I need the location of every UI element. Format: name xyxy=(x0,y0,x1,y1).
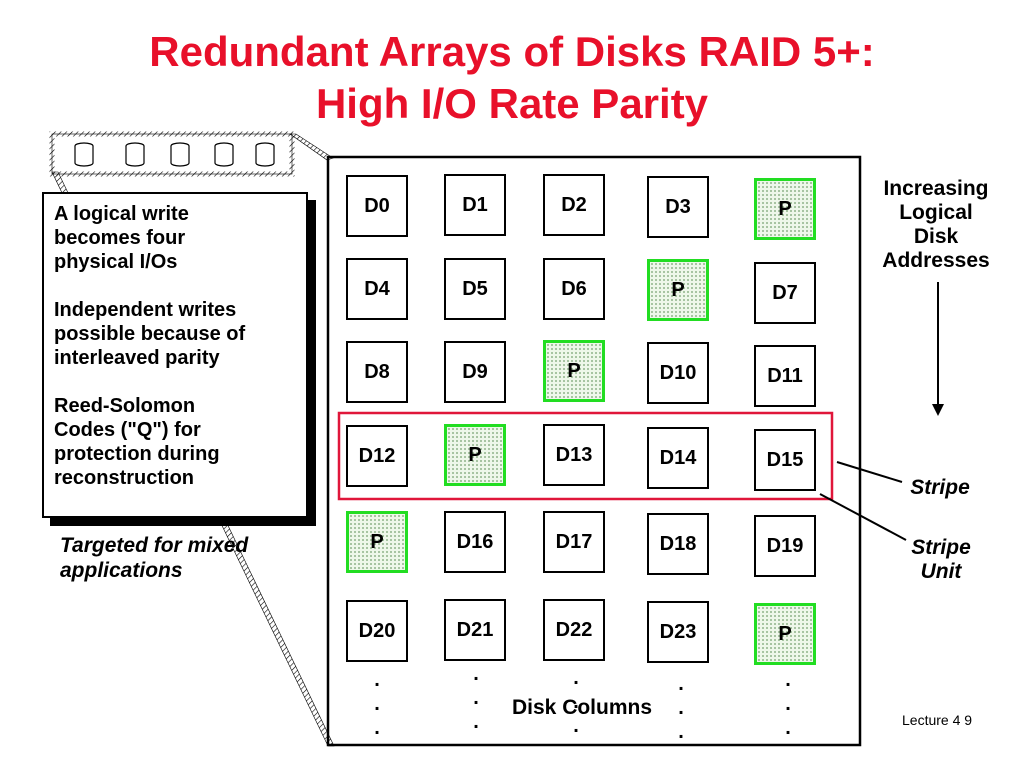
block-cell: D7 xyxy=(754,262,816,324)
parity-cell: P xyxy=(647,259,709,321)
stripe-unit-pointer xyxy=(819,493,907,541)
block-cell: D12 xyxy=(346,425,408,487)
block-cell: D4 xyxy=(346,258,408,320)
disk-columns-label: Disk Columns xyxy=(512,696,653,719)
block-cell: D11 xyxy=(754,345,816,407)
stripe-unit-label: Stripe Unit xyxy=(911,536,971,583)
address-arrow xyxy=(932,282,944,416)
block-cell: D9 xyxy=(444,341,506,403)
block-cell: D8 xyxy=(346,341,408,403)
block-cell: D15 xyxy=(754,429,816,491)
stripe-label: Stripe xyxy=(910,476,970,499)
page-title-line1: Redundant Arrays of Disks RAID 5+: xyxy=(149,28,875,75)
block-cell: D1 xyxy=(444,174,506,236)
targeted-note: Targeted for mixed applications xyxy=(60,534,249,582)
note-reed-solomon: Reed-Solomon Codes ("Q") for protection … xyxy=(54,395,220,489)
block-cell: D19 xyxy=(754,515,816,577)
block-cell: D18 xyxy=(647,513,709,575)
slide-footer: Lecture 4 9 xyxy=(902,712,973,728)
increasing-addresses-label: Increasing Logical Disk Addresses xyxy=(882,177,990,272)
continuation-dots: ... xyxy=(374,669,380,739)
disk-grid-frame xyxy=(326,155,862,747)
block-cell: D13 xyxy=(543,424,605,486)
block-cell: D20 xyxy=(346,600,408,662)
block-cell: D17 xyxy=(543,511,605,573)
block-cell: D10 xyxy=(647,342,709,404)
block-cell: D6 xyxy=(543,258,605,320)
stripe-pointer xyxy=(836,461,903,483)
continuation-dots: ... xyxy=(785,669,791,739)
block-cell: D14 xyxy=(647,427,709,489)
block-cell: D16 xyxy=(444,511,506,573)
continuation-dots: ... xyxy=(573,667,579,737)
note-logical-write: A logical write becomes four physical I/… xyxy=(54,203,189,273)
disk-array-icon xyxy=(49,131,295,177)
block-cell: D22 xyxy=(543,599,605,661)
notes-box: A logical write becomes four physical I/… xyxy=(42,192,308,518)
parity-cell: P xyxy=(346,511,408,573)
block-cell: D23 xyxy=(647,601,709,663)
parity-cell: P xyxy=(543,340,605,402)
page-title-line2: High I/O Rate Parity xyxy=(315,80,709,127)
parity-cell: P xyxy=(754,178,816,240)
block-cell: D21 xyxy=(444,599,506,661)
block-cell: D0 xyxy=(346,175,408,237)
block-cell: D5 xyxy=(444,258,506,320)
parity-cell: P xyxy=(754,603,816,665)
note-independent-writes: Independent writes possible because of i… xyxy=(54,299,246,369)
stripe-highlight xyxy=(337,411,834,501)
continuation-dots: ... xyxy=(473,663,479,733)
block-cell: D3 xyxy=(647,176,709,238)
continuation-dots: ... xyxy=(678,673,684,743)
parity-cell: P xyxy=(444,424,506,486)
block-cell: D2 xyxy=(543,174,605,236)
